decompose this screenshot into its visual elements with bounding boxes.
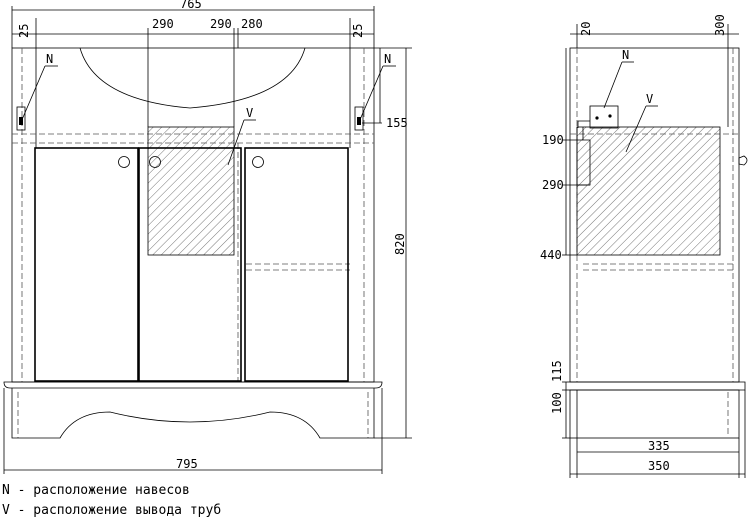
plinth-base [11,388,375,439]
door-left [34,147,139,382]
side-dim-top-right: 300 [713,14,727,36]
dim-side-right: 25 [351,24,365,38]
side-dim-350: 350 [648,459,670,473]
legend: N - расположение навесов V - расположени… [2,483,221,518]
legend-n: N - расположение навесов [2,483,190,498]
leader-n-left [20,65,46,123]
side-hinge-screw-1 [595,116,599,120]
hinge-left [16,106,26,131]
side-leader-v [625,105,647,153]
side-dim-190: 190 [542,133,564,147]
side-dim-440: 440 [540,248,562,262]
basin-bowl-curve [79,47,306,109]
dim-offset-c: 280 [241,17,263,31]
plinth-top-strip [3,381,383,389]
dim-overall-width: 765 [180,0,202,11]
side-step [576,127,591,186]
leader-v [227,119,245,166]
knob-left-door [118,156,130,168]
legend-v: V - расположение вывода труб [2,503,221,518]
side-dim-100: 100 [550,392,564,414]
side-label-v: V [646,92,653,106]
hinge-right [354,106,364,131]
dim-offset-b: 290 [210,17,232,31]
door-middle [138,147,242,382]
side-dim-115: 115 [550,360,564,382]
dim-side-left: 25 [17,24,31,38]
dim-base-width: 795 [176,457,198,471]
side-knob [738,155,748,166]
dim-offset-a: 290 [152,17,174,31]
side-leader-n [603,61,623,109]
pipe-outlet-zone [147,126,235,256]
front-view: 765 25 25 290 290 280 820 155 795 N N [3,0,412,474]
side-hinge-screw-2 [608,114,612,118]
side-view: 20 300 190 290 440 115 100 335 350 N V [540,14,748,478]
dim-hook-height: 155 [386,116,408,130]
dim-height: 820 [393,233,407,255]
side-pipe-outlet-zone [576,126,721,256]
door-right [244,147,349,382]
side-plinth-top-strip [570,381,746,391]
side-dim-top-left: 20 [579,22,593,36]
label-n-right: N [384,52,391,66]
label-n-left: N [46,52,53,66]
knob-middle-door [149,156,161,168]
side-dim-290: 290 [542,178,564,192]
side-hinge-bracket [589,105,619,129]
side-hinge-hook [577,120,590,128]
label-v: V [246,106,253,120]
side-label-n: N [622,48,629,62]
knob-right-door [252,156,264,168]
leader-n-right [358,65,384,123]
side-plinth-base [569,389,740,439]
side-dim-335: 335 [648,439,670,453]
